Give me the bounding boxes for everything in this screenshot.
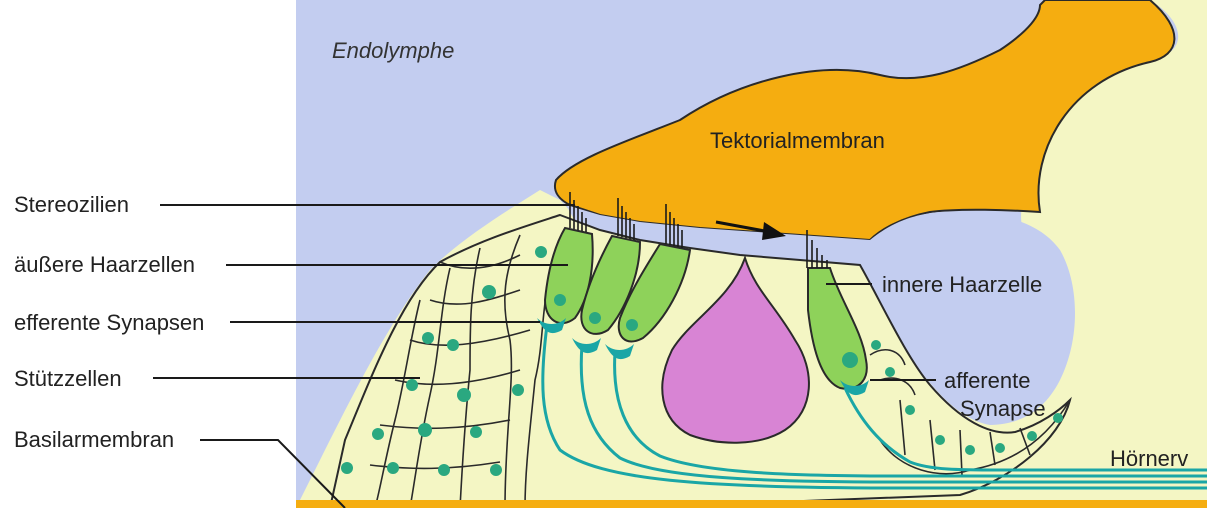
label-tectorial-membrane: Tektorialmembran: [710, 128, 885, 153]
basilar-band: [296, 500, 1207, 508]
label-stereocilia: Stereozilien: [14, 192, 129, 217]
label-inner-hair-cell: innere Haarzelle: [882, 272, 1042, 297]
label-afferent-line2: Synapse: [960, 396, 1046, 421]
label-afferent-line1: afferente: [944, 368, 1030, 393]
label-efferent-synapses: efferente Synapsen: [14, 310, 204, 335]
label-basilar-membrane: Basilarmembran: [14, 427, 174, 452]
label-outer-hair-cells: äußere Haarzellen: [14, 252, 195, 277]
label-endolymph: Endolymphe: [332, 38, 454, 63]
label-supporting-cells: Stützzellen: [14, 366, 122, 391]
label-auditory-nerve: Hörnerv: [1110, 446, 1188, 471]
